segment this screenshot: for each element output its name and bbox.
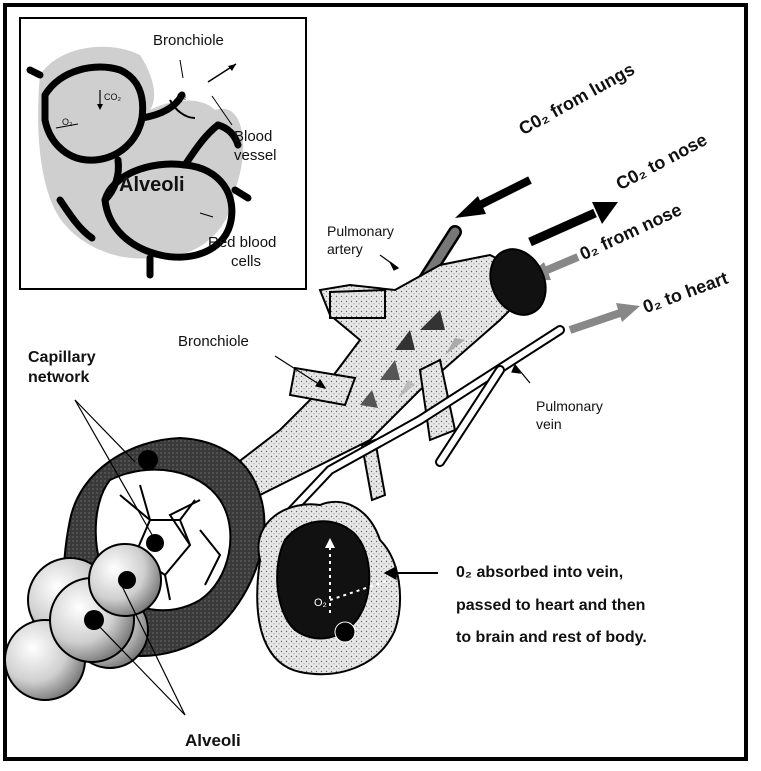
o2-absorbed-label-2: passed to heart and then <box>456 598 645 615</box>
inset-o2-small-label: O₂ <box>177 93 186 101</box>
inset-o2-label: O₂ <box>62 118 73 127</box>
o2-absorbed-label-3: to brain and rest of body. <box>456 630 647 647</box>
co2-from-lungs-arrow <box>455 180 530 218</box>
inset-blood-vessel-label-1: Blood <box>234 129 272 145</box>
capillary-network-label-2: network <box>28 370 89 387</box>
inset-alveoli-label: Alveoli <box>119 175 185 196</box>
inset-red-blood-cells-label-1: Red blood <box>208 235 276 251</box>
capillary-network-label-1: Capillary <box>28 350 96 367</box>
pulmonary-vein-label-1: Pulmonary <box>536 399 603 414</box>
bronchiole-label: Bronchiole <box>178 334 249 350</box>
inset-bronchiole-label: Bronchiole <box>153 33 224 49</box>
pulmonary-artery-label-1: Pulmonary <box>327 224 394 239</box>
capillary-network-cluster <box>5 438 264 700</box>
o2-to-heart-arrow <box>570 303 640 330</box>
o2-small-label: O₂ <box>314 598 327 610</box>
pulmonary-vein-label-2: vein <box>536 417 562 432</box>
alveolus-cluster-lower <box>257 502 400 674</box>
inset-co2-label: CO₂ <box>104 93 121 102</box>
o2-absorbed-label-1: 0₂ absorbed into vein, <box>456 565 623 582</box>
alveoli-label: Alveoli <box>185 732 241 750</box>
pulmonary-artery-label-2: artery <box>327 242 363 257</box>
inset-red-blood-cells-label-2: cells <box>231 254 261 270</box>
inset-blood-vessel-label-2: vessel <box>234 148 277 164</box>
